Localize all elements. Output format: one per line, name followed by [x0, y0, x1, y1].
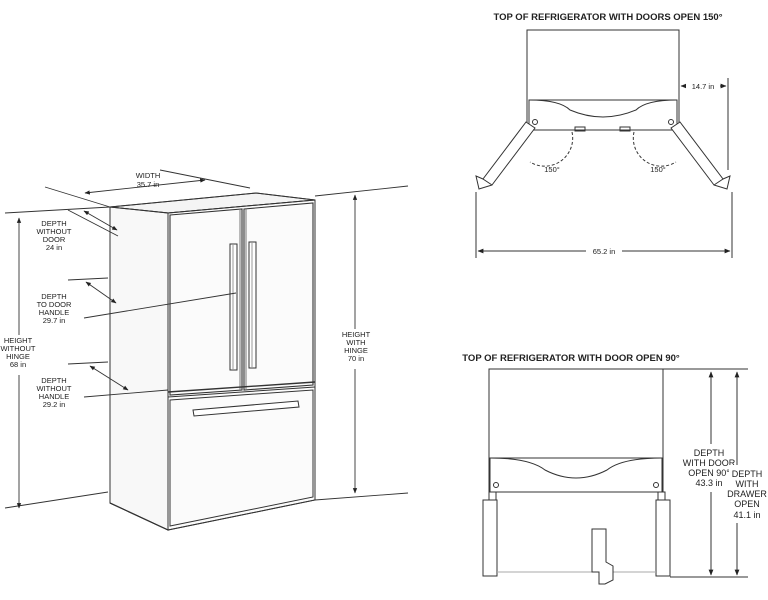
depth-drawer-l2: WITH [736, 479, 759, 489]
depth-without-handle-value: 29.2 in [43, 400, 66, 409]
fridge-labels: WIDTH 35.7 in DEPTH WITHOUT DOOR 24 in D… [0, 171, 374, 409]
total-width-label: 65.2 in [593, 247, 616, 256]
height-with-hinge-l2: WITH [346, 338, 365, 347]
depth-door-l2: WITH DOOR [683, 458, 736, 468]
depth-drawer-value: 41.1 in [733, 510, 760, 520]
depth-without-handle-l3: HANDLE [39, 392, 69, 401]
height-without-hinge-value: 68 in [10, 360, 26, 369]
top-90-title: TOP OF REFRIGERATOR WITH DOOR OPEN 90° [462, 353, 680, 364]
depth-without-handle-l1: DEPTH [41, 376, 66, 385]
angle-left-label: 150° [544, 165, 560, 174]
side-clearance-label: 14.7 in [692, 82, 715, 91]
width-label: WIDTH [136, 171, 161, 180]
depth-door-l3: OPEN 90° [688, 468, 730, 478]
depth-to-handle-l1: DEPTH [41, 292, 66, 301]
height-without-hinge-l2: WITHOUT [1, 344, 36, 353]
fridge-dimension-lines [4, 169, 409, 509]
height-with-hinge-l1: HEIGHT [342, 330, 371, 339]
depth-without-door-l2: WITHOUT [37, 227, 72, 236]
depth-door-value: 43.3 in [695, 478, 722, 488]
top-150-title: TOP OF REFRIGERATOR WITH DOORS OPEN 150° [493, 12, 722, 23]
height-with-hinge-l3: HINGE [344, 346, 368, 355]
height-without-hinge-l3: HINGE [6, 352, 30, 361]
depth-without-door-value: 24 in [46, 243, 62, 252]
depth-without-door-l3: DOOR [43, 235, 66, 244]
top-view-90: TOP OF REFRIGERATOR WITH DOOR OPEN 90° D… [462, 353, 767, 585]
depth-without-handle-l2: WITHOUT [37, 384, 72, 393]
depth-to-handle-value: 29.7 in [43, 316, 66, 325]
top-view-150: TOP OF REFRIGERATOR WITH DOORS OPEN 150° [475, 12, 733, 258]
depth-without-door-l1: DEPTH [41, 219, 66, 228]
depth-door-l1: DEPTH [694, 448, 725, 458]
depth-drawer-l4: OPEN [734, 499, 760, 509]
depth-to-handle-l2: TO DOOR [37, 300, 72, 309]
height-with-hinge-value: 70 in [348, 354, 364, 363]
height-without-hinge-l1: HEIGHT [4, 336, 33, 345]
fridge-3d-view [109, 192, 316, 531]
depth-drawer-l3: DRAWER [727, 489, 767, 499]
depth-drawer-l1: DEPTH [732, 469, 763, 479]
width-value: 35.7 in [137, 180, 160, 189]
depth-to-handle-l3: HANDLE [39, 308, 69, 317]
angle-right-label: 150° [650, 165, 666, 174]
